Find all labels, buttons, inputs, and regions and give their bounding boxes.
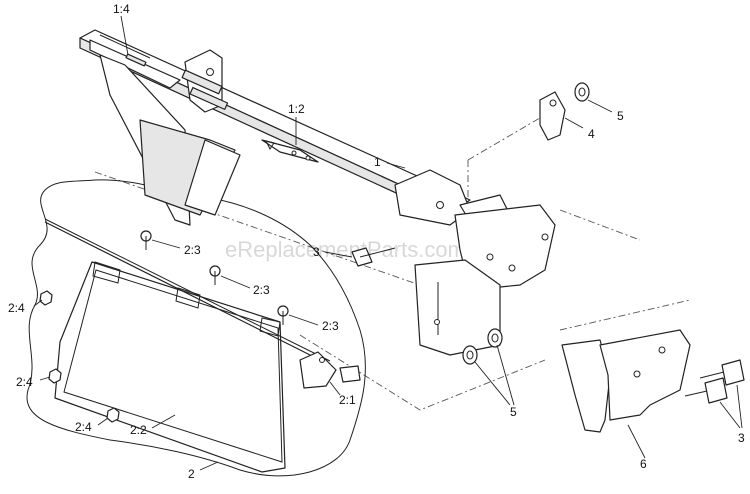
watermark-text: eReplacementParts.com [225, 237, 466, 262]
callout-5-low: 5 [510, 405, 517, 419]
callout-1-4: 1:4 [113, 2, 130, 16]
callout-1: 1 [374, 155, 381, 169]
nut-part-2-4-a [39, 290, 53, 306]
callout-2-4-a: 2:4 [8, 301, 25, 315]
bolt-part-2-3-a [140, 230, 152, 250]
callout-4: 4 [588, 127, 595, 141]
bolt-part-2-3-c [277, 305, 289, 325]
nut-part-5-low-a [462, 345, 478, 365]
callout-2-4-b: 2:4 [16, 375, 33, 389]
right-bracket [394, 169, 556, 356]
shield-plate-part-2-2 [54, 261, 286, 473]
callout-2-3-a: 2:3 [184, 243, 201, 257]
bolt-part-3-mid [351, 247, 396, 267]
callout-2-4-c: 2:4 [75, 420, 92, 434]
callout-5-top: 5 [617, 109, 624, 123]
callout-6: 6 [640, 457, 647, 471]
nut-part-5-low-b [487, 328, 503, 348]
leader-lines [33, 15, 743, 471]
callout-2-1: 2:1 [339, 393, 356, 407]
callout-2-3-b: 2:3 [253, 283, 270, 297]
nut-part-2-4-b [48, 368, 62, 384]
bolt-part-2-3-b [209, 265, 221, 285]
callout-2-2: 2:2 [130, 423, 147, 437]
rod-part-2-1 [44, 218, 361, 389]
plate-part-4 [539, 91, 566, 141]
bracket-part-6 [561, 329, 691, 433]
callout-3-mid: 3 [313, 245, 320, 259]
callout-1-2: 1:2 [288, 102, 305, 116]
callout-labels: 1:4 1:2 1 4 5 3 2:3 2:3 2:3 2:4 2:4 2:4 … [8, 2, 745, 481]
callout-2: 2 [188, 467, 195, 481]
nut-part-2-4-c [106, 407, 120, 423]
main-frame-bar [79, 29, 471, 226]
callout-3-right: 3 [738, 431, 745, 445]
nut-part-5-top [574, 82, 590, 102]
bolt-part-3-right-b [684, 377, 728, 404]
callout-2-3-c: 2:3 [322, 319, 339, 333]
assembly-line-upper [94, 114, 641, 293]
bolt-part-3-right-a [699, 359, 745, 386]
